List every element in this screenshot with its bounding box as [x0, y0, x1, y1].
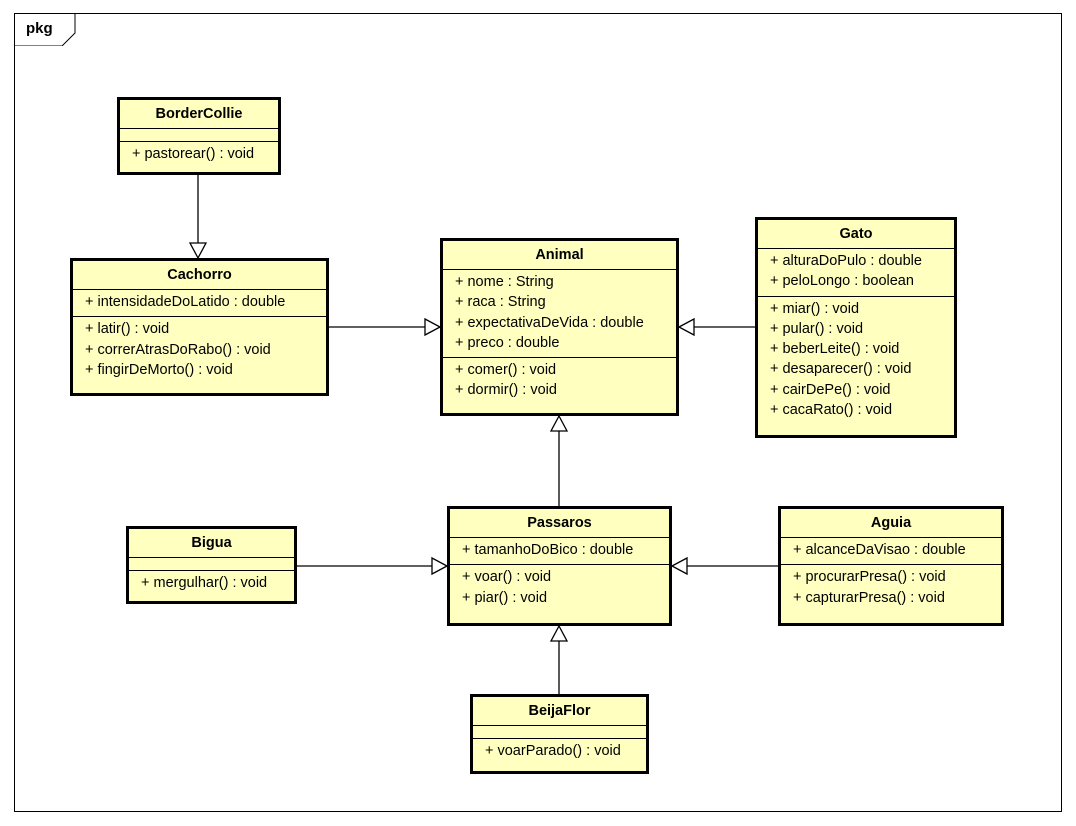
generalization-aguia-to-passaros — [670, 556, 778, 576]
operations-compartment: + comer() : void + dormir() : void — [443, 358, 676, 405]
attribute-row: + alcanceDaVisao : double — [793, 542, 966, 558]
operations-compartment: + pastorear() : void — [120, 142, 278, 168]
inheritance-arrowhead — [670, 556, 688, 576]
package-tab — [14, 13, 76, 46]
inheritance-arrowhead — [424, 317, 442, 337]
generalization-passaros-to-animal — [549, 414, 569, 506]
class-name: BeijaFlor — [473, 697, 646, 726]
attribute-row: + intensidadeDoLatido : double — [85, 294, 286, 310]
operation-row: + comer() : void — [455, 362, 557, 379]
operations-compartment: + miar() : void + pular() : void + beberLe… — [758, 297, 954, 425]
attribute-row: + expectativaDeVida : double — [455, 314, 644, 331]
operation-row: + capturarPresa() : void — [793, 589, 945, 606]
operation-row: + fingirDeMorto() : void — [85, 361, 233, 378]
operation-row: + procurarPresa() : void — [793, 569, 946, 586]
class-border-collie[interactable]: BorderCollie + pastorear() : void — [117, 97, 281, 175]
inheritance-arrowhead — [188, 242, 208, 260]
operation-row: + correrAtrasDoRabo() : void — [85, 341, 271, 358]
class-name: BorderCollie — [120, 100, 278, 129]
operation-row: + dormir() : void — [455, 382, 557, 399]
operations-compartment: + latir() : void + correrAtrasDoRabo() : … — [73, 317, 326, 384]
operation-row: + beberLeite() : void — [770, 341, 900, 358]
attributes-compartment: + alturaDoPulo : double + peloLongo : boo… — [758, 249, 954, 297]
operation-row: + voarParado() : void — [485, 743, 621, 759]
attribute-row: + alturaDoPulo : double — [770, 253, 922, 269]
class-name: Passaros — [450, 509, 669, 538]
attributes-compartment: + tamanhoDoBico : double — [450, 538, 669, 566]
attributes-compartment: + nome : String + raca : String + expectat… — [443, 270, 676, 359]
inheritance-arrowhead — [431, 556, 449, 576]
generalization-gato-to-animal — [677, 317, 755, 337]
class-name: Animal — [443, 241, 676, 270]
class-name: Aguia — [781, 509, 1001, 538]
generalization-beija-flor-to-passaros — [549, 624, 569, 694]
attribute-row: + preco : double — [455, 334, 560, 351]
package-frame — [14, 13, 1062, 812]
package-label: pkg — [26, 20, 53, 37]
class-animal[interactable]: Animal + nome : String + raca : String + ex… — [440, 238, 679, 416]
attribute-row: + nome : String — [455, 274, 554, 290]
inheritance-arrowhead — [549, 624, 569, 642]
operation-row: + cairDePe() : void — [770, 381, 891, 398]
class-passaros[interactable]: Passaros + tamanhoDoBico : double + voar()… — [447, 506, 672, 626]
class-aguia[interactable]: Aguia + alcanceDaVisao : double + procurar… — [778, 506, 1004, 626]
generalization-border-collie-to-cachorro — [188, 175, 208, 260]
class-name: Cachorro — [73, 261, 326, 290]
class-gato[interactable]: Gato + alturaDoPulo : double + peloLongo :… — [755, 217, 957, 438]
class-beija-flor[interactable]: BeijaFlor + voarParado() : void — [470, 694, 649, 774]
generalization-bigua-to-passaros — [297, 556, 449, 576]
attributes-compartment — [120, 129, 278, 142]
class-cachorro[interactable]: Cachorro + intensidadeDoLatido : double + … — [70, 258, 329, 396]
operation-row: + latir() : void — [85, 321, 170, 338]
attribute-row: + tamanhoDoBico : double — [462, 542, 634, 558]
operation-row: + miar() : void — [770, 300, 860, 317]
attributes-compartment: + alcanceDaVisao : double — [781, 538, 1001, 566]
class-name: Bigua — [129, 529, 294, 558]
operation-row: + mergulhar() : void — [141, 575, 268, 591]
class-name: Gato — [758, 220, 954, 249]
attributes-compartment — [473, 726, 646, 739]
attribute-row: + raca : String — [455, 294, 546, 311]
operation-row: + pastorear() : void — [132, 146, 255, 162]
attributes-compartment: + intensidadeDoLatido : double — [73, 290, 326, 318]
inheritance-arrowhead — [677, 317, 695, 337]
operation-row: + desaparecer() : void — [770, 361, 912, 378]
operations-compartment: + mergulhar() : void — [129, 571, 294, 597]
operations-compartment: + procurarPresa() : void + capturarPresa(… — [781, 565, 1001, 612]
attributes-compartment — [129, 558, 294, 571]
attribute-row: + peloLongo : boolean — [770, 273, 914, 290]
operation-row: + pular() : void — [770, 320, 864, 337]
operations-compartment: + voar() : void + piar() : void — [450, 565, 669, 612]
operation-row: + voar() : void — [462, 569, 552, 586]
class-bigua[interactable]: Bigua + mergulhar() : void — [126, 526, 297, 604]
inheritance-arrowhead — [549, 414, 569, 432]
operations-compartment: + voarParado() : void — [473, 739, 646, 765]
operation-row: + cacaRato() : void — [770, 402, 893, 419]
operation-row: + piar() : void — [462, 589, 548, 606]
generalization-cachorro-to-animal — [329, 317, 442, 337]
